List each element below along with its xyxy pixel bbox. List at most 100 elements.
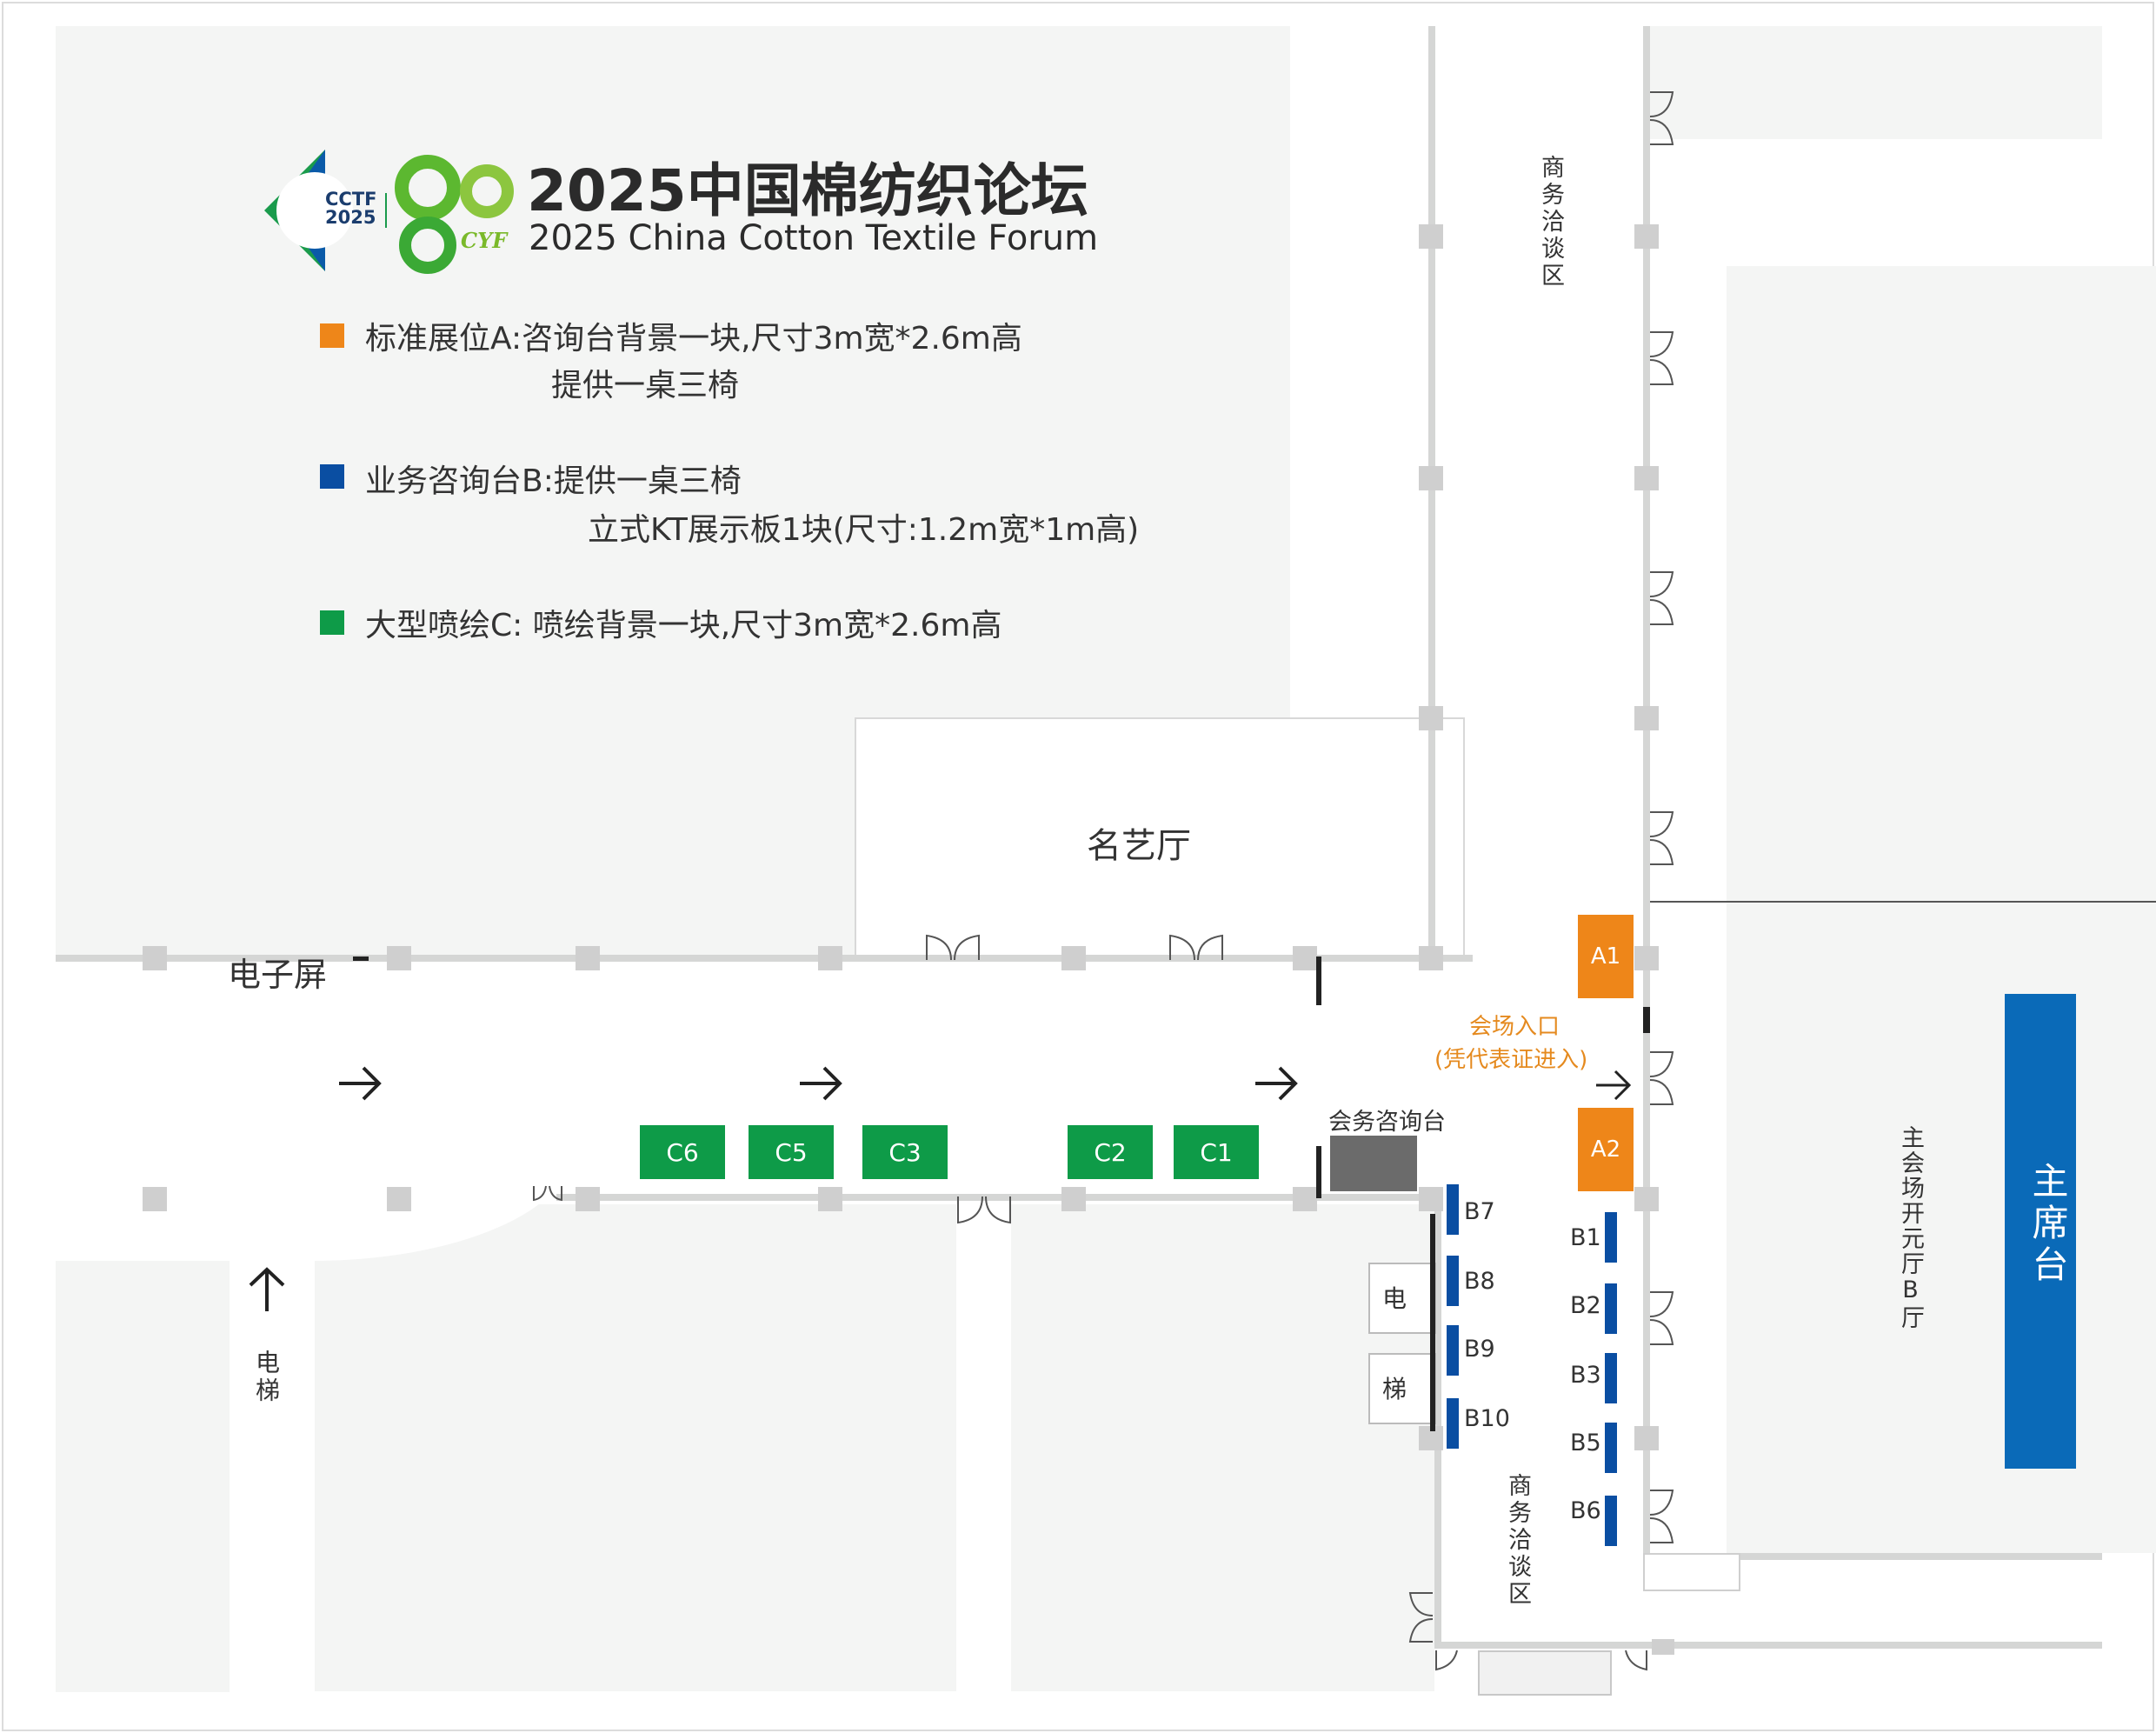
entrance-label-line1: 会场入口 [1469,1014,1560,1040]
door-icon [1649,1490,1674,1543]
pillar [1419,224,1443,249]
booth-b6[interactable] [1605,1496,1617,1546]
wall-segment [1430,1214,1435,1431]
booth-a2[interactable]: A2 [1578,1108,1634,1191]
booth-b7[interactable] [1447,1184,1459,1235]
pillar [387,1187,411,1211]
pillar [1634,1187,1659,1211]
pillar [576,1187,600,1211]
booth-b5[interactable] [1605,1423,1617,1473]
booth-c2[interactable]: C2 [1068,1125,1153,1179]
logo-left-line1: CCTF [325,189,377,210]
wall [1650,901,2156,903]
side-corridor [956,1204,1011,1691]
pillar [1634,1426,1659,1450]
booth-b2[interactable] [1605,1283,1617,1334]
legend-a-line1: 标准展位A:咨询台背景一块,尺寸3m宽*2.6m高 [365,321,1022,357]
door-icon [957,1196,1011,1224]
pillar [1419,1187,1443,1211]
lower-mid-area [315,1204,956,1691]
elevator-char-1: 电 [1382,1284,1407,1313]
door-icon [1649,91,1674,145]
mingyi-hall-label: 名艺厅 [1087,826,1191,866]
screen-marker [353,956,369,961]
booth-c3[interactable]: C3 [862,1125,948,1179]
wall [1434,1642,2102,1649]
door-icon [926,934,980,961]
booth-b1[interactable] [1605,1212,1617,1263]
door-icon [1408,1592,1434,1643]
pillar [818,1187,842,1211]
door-icon [1169,934,1223,961]
pillar [1293,946,1317,970]
booth-b3-label: B3 [1570,1362,1601,1389]
pillar [1634,706,1659,730]
booth-c6[interactable]: C6 [640,1125,725,1179]
pillar [1419,946,1443,970]
pillar [143,946,167,970]
forum-logo [264,150,514,274]
pillar [1419,466,1443,490]
business-area-bottom-label: 商务洽谈区 [1504,1473,1531,1608]
logo-left-line2: 2025 [325,207,376,228]
screen-label: 电子屏 [228,956,328,994]
bottom-counter [1478,1650,1612,1696]
door-icon [1625,1650,1647,1671]
door-icon [533,1185,562,1202]
wall [1434,1194,1441,1646]
wall [556,1194,1434,1201]
booth-b7-label: B7 [1464,1198,1495,1225]
booth-b2-label: B2 [1570,1292,1601,1319]
door-icon [1649,811,1674,865]
booth-b10-label: B10 [1464,1405,1510,1432]
wall [1650,1553,2102,1560]
door-icon [1435,1650,1458,1671]
pillar [1293,1187,1317,1211]
arrow-right-icon [339,1066,382,1101]
booth-c5[interactable]: C5 [749,1125,834,1179]
arrow-right-icon [1596,1070,1632,1101]
pillar [1634,946,1659,970]
booth-b1-label: B1 [1570,1224,1601,1251]
booth-a1[interactable]: A1 [1578,915,1634,998]
legend-swatch-c [320,610,344,635]
business-area-top-label: 商务洽谈区 [1537,155,1564,290]
logo-right-text: CYF [461,228,508,253]
door-icon [1649,1291,1674,1345]
legend-swatch-b [320,464,344,489]
pillar [1061,1187,1086,1211]
wall-segment [1316,956,1321,1005]
booth-b8-label: B8 [1464,1268,1495,1295]
info-desk [1330,1136,1417,1191]
upper-right-area [1648,26,2102,139]
booth-b6-label: B6 [1570,1497,1601,1524]
door-icon [1649,571,1674,625]
main-stage [2005,994,2076,1469]
door-icon [1649,331,1674,385]
pillar [1634,224,1659,249]
pillar [1419,706,1443,730]
wall-segment [1643,1007,1650,1033]
arrow-right-icon [800,1066,842,1101]
lower-right-area [1011,1204,1434,1691]
booth-b9[interactable] [1447,1325,1459,1376]
wall-segment [1316,1146,1321,1198]
wall [1643,26,1650,1591]
booth-b10[interactable] [1447,1398,1459,1449]
elevator-char-2: 梯 [1382,1375,1407,1403]
booth-b3[interactable] [1605,1353,1617,1403]
booth-b5-label: B5 [1570,1430,1601,1456]
wall [56,955,1473,962]
booth-b8[interactable] [1447,1256,1459,1306]
mingyi-hall-room [855,717,1465,960]
booth-b9-label: B9 [1464,1336,1495,1363]
booth-c1[interactable]: C1 [1174,1125,1259,1179]
legend-c-line1: 大型喷绘C: 喷绘背景一块,尺寸3m宽*2.6m高 [365,608,1002,643]
wall [1428,26,1435,955]
arrow-right-icon [1255,1066,1298,1101]
pillar [1652,1639,1674,1655]
legend-b-line1: 业务咨询台B:提供一桌三椅 [365,463,742,499]
arrow-up-icon [249,1267,285,1311]
legend-b-line2: 立式KT展示板1块(尺寸:1.2m宽*1m高) [588,512,1140,548]
